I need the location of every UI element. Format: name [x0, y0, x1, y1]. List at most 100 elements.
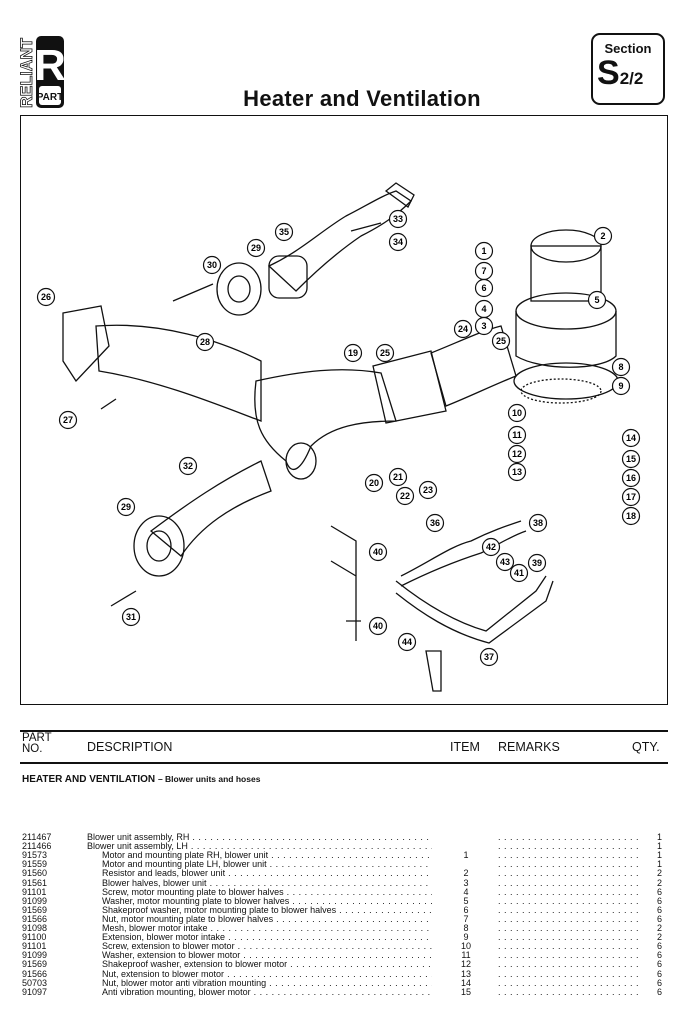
part-description: Motor and mounting plate LH, blower unit	[102, 859, 432, 869]
item-number: 4	[463, 886, 469, 897]
item-number: 13	[460, 968, 471, 979]
quantity: 6	[656, 913, 662, 924]
remarks-leader-dots: . . . . . . . . . . . . . . . . . . . . …	[498, 941, 640, 952]
callout-14: 14	[621, 428, 641, 448]
callout-number: 25	[380, 348, 390, 358]
callout-40: 40	[368, 542, 388, 562]
callout-15: 15	[621, 449, 641, 469]
callout-22: 22	[395, 486, 415, 506]
callout-23: 23	[418, 480, 438, 500]
remarks-leader-dots: . . . . . . . . . . . . . . . . . . . . …	[498, 832, 640, 842]
item-number: 6	[463, 904, 469, 915]
part-number: 91566	[22, 968, 48, 979]
item-number: 14	[460, 977, 471, 988]
remarks-leader-dots: . . . . . . . . . . . . . . . . . . . . …	[498, 932, 640, 943]
remarks-leader-dots: . . . . . . . . . . . . . . . . . . . . …	[498, 950, 640, 961]
callout-number: 31	[126, 612, 136, 622]
callout-29: 29	[246, 238, 266, 258]
callout-1: 1	[474, 241, 494, 261]
part-description: Resistor and leads, blower unit	[102, 868, 432, 878]
callout-18: 18	[621, 506, 641, 526]
callout-number: 7	[481, 266, 486, 276]
header-rule-top	[20, 730, 668, 732]
callout-number: 42	[486, 542, 496, 552]
callout-38: 38	[528, 513, 548, 533]
reliant-parts-logo: RELIANT R PART	[17, 34, 96, 110]
part-number: 91099	[22, 950, 48, 961]
remarks-leader-dots: . . . . . . . . . . . . . . . . . . . . …	[498, 923, 640, 933]
callout-number: 12	[512, 449, 522, 459]
callout-33: 33	[388, 209, 408, 229]
part-description: Shakeproof washer, extension to blower m…	[102, 959, 432, 969]
callout-number: 1	[481, 246, 486, 256]
table-row: 91559 Motor and mounting plate LH, blower…	[0, 859, 684, 869]
callout-12: 12	[507, 444, 527, 464]
part-number: 211467	[22, 832, 52, 842]
callout-number: 29	[251, 243, 261, 253]
part-number: 91559	[22, 859, 48, 870]
section-page: 2/2	[619, 69, 644, 88]
callout-number: 15	[626, 454, 636, 464]
quantity: 6	[656, 968, 662, 979]
section-code: S2/2	[593, 56, 663, 96]
callout-number: 28	[200, 337, 210, 347]
quantity: 6	[656, 986, 662, 997]
part-number: 91098	[22, 923, 48, 933]
column-header-qty: QTY.	[632, 740, 660, 754]
callout-number: 22	[400, 491, 410, 501]
callout-number: 44	[402, 637, 412, 647]
callout-number: 36	[430, 518, 440, 528]
callout-number: 20	[369, 478, 379, 488]
callout-25: 25	[375, 343, 395, 363]
section-badge: Section S2/2	[591, 33, 665, 105]
part-description: Screw, motor mounting plate to blower ha…	[102, 887, 432, 897]
column-header-remarks: REMARKS	[498, 740, 560, 754]
callout-13: 13	[507, 462, 527, 482]
section-label: Section	[604, 41, 652, 56]
callout-number: 43	[500, 557, 510, 567]
item-number: 12	[460, 959, 471, 970]
callout-number: 4	[481, 304, 486, 314]
callout-31: 31	[121, 607, 141, 627]
callout-number: 40	[373, 547, 383, 557]
callout-42: 42	[481, 537, 501, 557]
callout-number: 3	[481, 321, 486, 331]
callout-24: 24	[453, 319, 473, 339]
quantity: 6	[656, 950, 662, 961]
part-number: 91569	[22, 959, 48, 970]
callout-number: 17	[626, 492, 636, 502]
callout-11: 11	[507, 425, 527, 445]
part-number: 91099	[22, 895, 48, 906]
part-description: Extension, blower motor intake	[102, 932, 432, 942]
part-description: Nut, extension to blower motor	[102, 969, 432, 979]
callout-30: 30	[202, 255, 222, 275]
callout-number: 30	[207, 260, 217, 270]
callout-number: 11	[512, 430, 522, 440]
part-description: Screw, extension to blower motor	[102, 941, 432, 951]
section-title-sub: – Blower units and hoses	[157, 774, 261, 784]
callout-number: 39	[532, 558, 542, 568]
callout-number: 21	[393, 472, 403, 482]
callout-number: 35	[279, 227, 289, 237]
callout-number: 34	[393, 237, 403, 247]
section-letter: S	[597, 54, 620, 92]
item-number: 8	[463, 923, 469, 933]
callout-4: 4	[474, 299, 494, 319]
remarks-leader-dots: . . . . . . . . . . . . . . . . . . . . …	[498, 904, 640, 915]
quantity: 2	[656, 923, 662, 933]
callout-10: 10	[507, 403, 527, 423]
diagram-linework	[62, 182, 619, 692]
quantity: 6	[656, 904, 662, 915]
part-description: Blower unit assembly, LH	[87, 841, 432, 851]
quantity: 1	[656, 850, 662, 861]
part-number: 91097	[22, 986, 48, 997]
remarks-leader-dots: . . . . . . . . . . . . . . . . . . . . …	[498, 877, 640, 888]
callout-number: 8	[618, 362, 623, 372]
